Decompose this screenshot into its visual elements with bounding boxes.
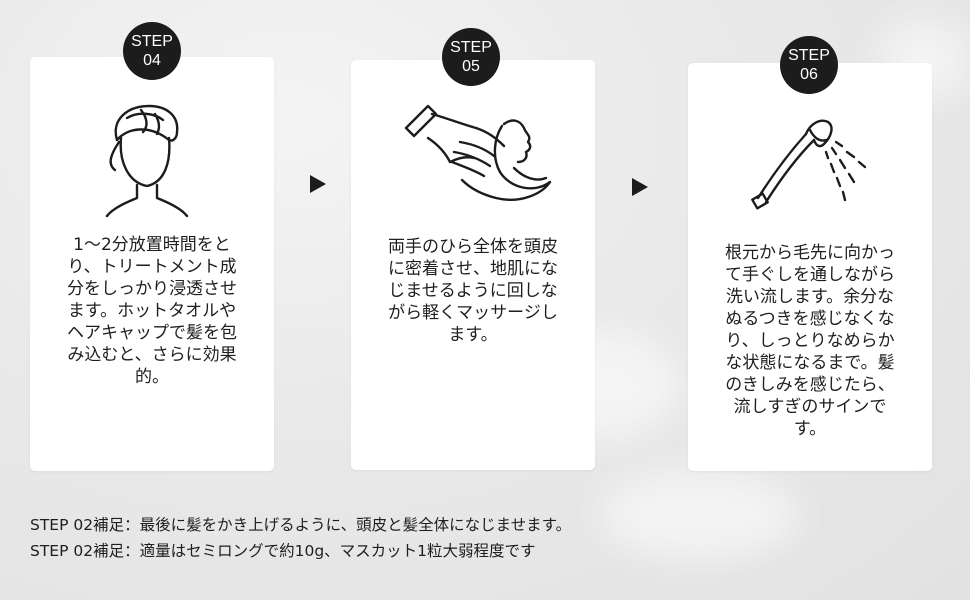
step-badge-label: STEP <box>131 33 173 50</box>
step-description-04: 1〜2分放置時間をと り、トリートメント成 分をしっかり浸透させ ます。ホットタ… <box>67 235 237 387</box>
step-description-05: 両手のひら全体を頭皮 に密着させ、地肌にな じませるように回しな がら軽くマッサ… <box>388 237 558 345</box>
background-blob <box>600 470 800 560</box>
play-arrow-icon <box>310 175 326 193</box>
step-badge-number: 04 <box>143 52 161 69</box>
step-badge-label: STEP <box>788 47 830 64</box>
hands-hair-icon <box>400 98 558 208</box>
step-badge-number: 05 <box>462 58 480 75</box>
step-badge-label: STEP <box>450 39 492 56</box>
towel-head-icon <box>97 98 195 218</box>
step-badge-05: STEP 05 <box>442 28 500 86</box>
shower-head-icon <box>748 114 870 214</box>
step-badge-04: STEP 04 <box>123 22 181 80</box>
step-description-06: 根元から毛先に向かっ て手ぐしを通しながら 洗い流します。余分な ぬるつきを感じ… <box>725 243 895 439</box>
supplement-note: STEP 02補足：最後に髪をかき上げるように、頭皮と髪全体になじませます。 <box>30 516 572 534</box>
step-card-04 <box>30 57 274 471</box>
play-arrow-icon <box>632 178 648 196</box>
step-badge-number: 06 <box>800 66 818 83</box>
supplement-note: STEP 02補足：適量はセミロングで約10g、マスカット1粒大弱程度です <box>30 542 536 560</box>
step-badge-06: STEP 06 <box>780 36 838 94</box>
